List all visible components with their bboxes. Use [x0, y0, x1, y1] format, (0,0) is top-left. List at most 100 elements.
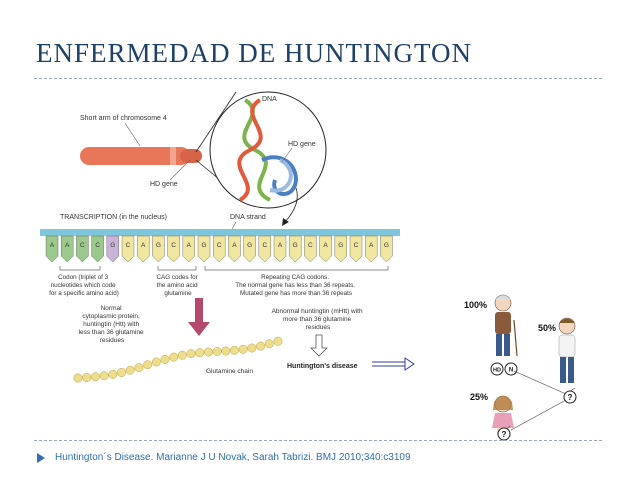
glutamine-bead — [125, 365, 135, 375]
glutamine-bead — [160, 354, 170, 364]
base-letter: G — [110, 242, 115, 249]
glutamine-bead — [151, 357, 161, 367]
base-letter: C — [308, 242, 313, 249]
base-pennant — [289, 235, 302, 263]
glutamine-bead — [238, 344, 248, 354]
glutamine-bead — [247, 343, 257, 353]
base-pennant — [152, 235, 165, 263]
inheritance-arrow — [372, 357, 415, 371]
base-letter: G — [338, 242, 343, 249]
probability-25: 25% — [470, 392, 488, 402]
base-pennant — [258, 235, 271, 263]
codon-label: Codon (triplet of 3 nucleotides which co… — [49, 274, 119, 297]
base-letter: A — [369, 242, 374, 249]
glutamine-bead — [73, 373, 83, 383]
base-letter: G — [293, 242, 298, 249]
dna-label: DNA — [262, 96, 277, 103]
glutamine-bead — [169, 352, 179, 362]
base-pennant — [349, 235, 363, 263]
abnormal-protein-label: Abnormal huntingtin (mHtt) with more tha… — [272, 308, 365, 331]
base-pennant — [136, 235, 150, 263]
hd-allele: HD — [493, 368, 501, 374]
base-letter: G — [384, 242, 389, 249]
inheritance-panel: 100% HD N 50% 25% — [464, 294, 577, 441]
bullet-triangle-icon — [37, 453, 45, 463]
base-pennant — [304, 235, 317, 263]
base-pennant — [380, 235, 393, 263]
glutamine-bead — [99, 371, 109, 381]
n-allele: N — [509, 368, 513, 374]
base-pennant — [121, 235, 135, 263]
base-pennant — [106, 235, 120, 263]
base-letter: A — [50, 242, 55, 249]
glutamine-bead — [273, 336, 283, 346]
hd-gene-chromosome-label: HD gene — [150, 181, 178, 188]
glutamine-bead — [221, 346, 231, 356]
repeat-label: Repeating CAG codons. The normal gene ha… — [235, 274, 356, 297]
footer-divider — [34, 440, 602, 441]
glutamine-bead — [108, 369, 118, 379]
probability-100: 100% — [464, 300, 487, 310]
transcription-label: TRANSCRIPTION (in the nucleus) — [60, 214, 167, 221]
base-pennant — [243, 235, 256, 263]
page-title: ENFERMEDAD DE HUNTINGTON — [36, 38, 472, 68]
base-pennant — [45, 235, 59, 263]
offspring-adult — [558, 317, 576, 383]
base-letter: C — [217, 242, 222, 249]
base-pennant — [167, 235, 180, 263]
base-pennant — [61, 235, 74, 263]
base-letter: A — [278, 242, 283, 249]
base-pennant — [91, 235, 104, 263]
glutamine-chain — [73, 336, 283, 383]
base-pennant — [228, 235, 241, 263]
normal-protein-label: Normal cytoplasmic protein, huntingtin (… — [79, 305, 146, 344]
unknown-allele-adult: ? — [568, 393, 573, 402]
base-pennant — [334, 235, 347, 263]
dna-strand — [40, 229, 400, 236]
glutamine-chain-label: Glutamine chain — [206, 368, 253, 375]
base-letter: C — [80, 242, 85, 249]
curved-pointer-arrow — [284, 187, 298, 223]
glutamine-bead — [134, 363, 144, 373]
glutamine-bead — [230, 345, 239, 355]
glutamine-bead — [90, 372, 100, 382]
glutamine-bead — [212, 347, 222, 356]
base-pennant — [273, 235, 287, 263]
disease-arrow — [310, 334, 328, 357]
base-letter: G — [201, 242, 206, 249]
glutamine-bead — [177, 350, 187, 360]
base-letter: C — [262, 242, 267, 249]
base-pennant — [76, 235, 89, 263]
base-letter: A — [187, 242, 192, 249]
glutamine-bead — [195, 348, 205, 358]
glutamine-bead — [256, 341, 266, 351]
disease-label: Huntington's disease — [287, 363, 358, 370]
base-letter: A — [232, 242, 237, 249]
base-pennant — [319, 235, 332, 263]
dna-magnifier — [195, 91, 327, 209]
translation-arrow — [188, 298, 210, 336]
chromosome — [80, 147, 202, 165]
glutamine-bead — [264, 339, 274, 349]
unknown-allele-child: ? — [502, 430, 507, 439]
base-letter: C — [171, 242, 176, 249]
glutamine-bead — [82, 373, 92, 382]
title-divider — [34, 78, 602, 79]
cag-label: CAG codes for the amino acid glutamine — [156, 274, 199, 297]
hd-gene-label: HD gene — [288, 141, 316, 148]
base-pennant — [212, 235, 226, 263]
base-letter: A — [65, 242, 70, 249]
short-arm-label: Short arm of chromosome 4 — [80, 115, 167, 122]
probability-50: 50% — [538, 323, 556, 333]
citation: Huntington´s Disease. Marianne J U Novak… — [55, 452, 411, 463]
base-letter: C — [126, 242, 131, 249]
base-letter: G — [156, 242, 161, 249]
base-letter: A — [141, 242, 146, 249]
base-letter: C — [354, 242, 359, 249]
affected-parent — [494, 294, 518, 357]
glutamine-bead — [143, 360, 153, 370]
base-pennant — [182, 235, 196, 263]
base-pennant — [365, 235, 378, 263]
